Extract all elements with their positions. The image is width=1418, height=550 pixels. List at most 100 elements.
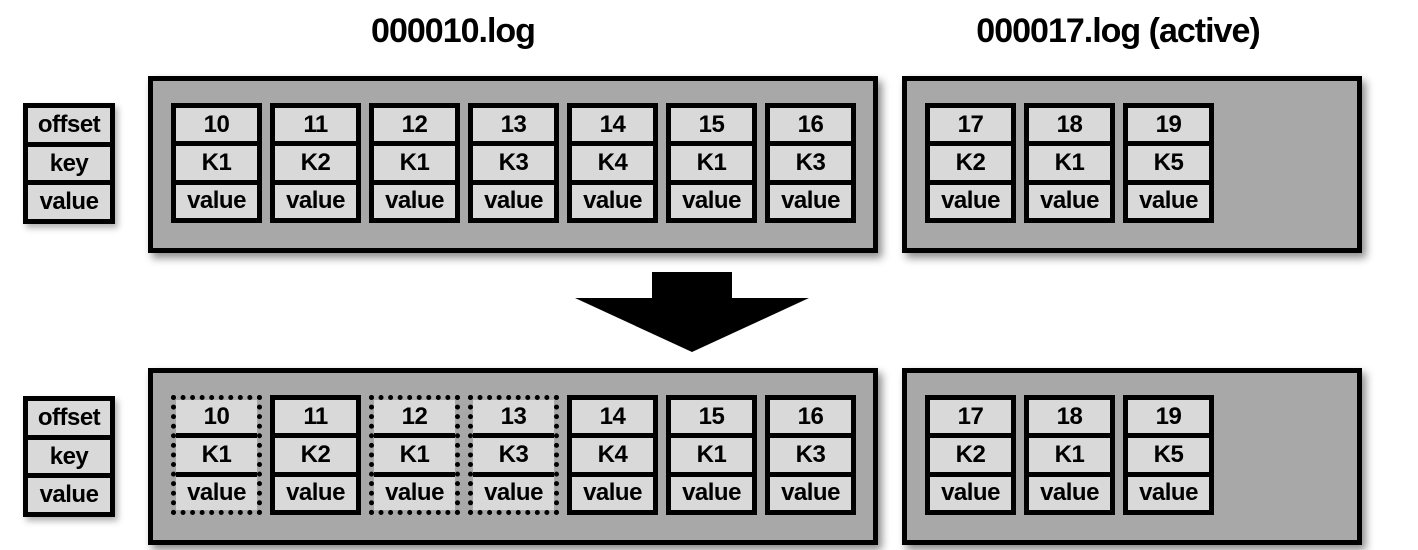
cell-separator <box>572 179 653 185</box>
cell-separator <box>275 179 356 185</box>
offset-cell: 13 <box>473 400 554 434</box>
key-cell: K5 <box>1128 438 1209 472</box>
offset-cell: 19 <box>1128 108 1209 142</box>
value-cell: value <box>1128 184 1209 218</box>
key-cell: K3 <box>770 146 851 180</box>
offset-cell: 14 <box>572 400 653 434</box>
arrow-head-icon <box>575 298 809 352</box>
offset-cell: 18 <box>1029 108 1110 142</box>
value-cell: value <box>671 184 752 218</box>
cell-separator <box>473 141 554 147</box>
legend-offset-label: offset <box>28 108 110 142</box>
cell-separator <box>374 179 455 185</box>
legend-separator <box>28 180 110 186</box>
key-cell: K4 <box>572 146 653 180</box>
offset-cell: 12 <box>374 400 455 434</box>
key-cell: K3 <box>473 438 554 472</box>
cell-separator <box>473 433 554 439</box>
cell-separator <box>473 471 554 477</box>
legend-after-compaction: offset key value <box>23 396 115 517</box>
cell-separator <box>770 141 851 147</box>
cell-separator <box>770 433 851 439</box>
legend-before-compaction: offset key value <box>23 103 115 224</box>
key-cell: K1 <box>374 438 455 472</box>
cell-separator <box>1029 179 1110 185</box>
cell-separator <box>275 141 356 147</box>
key-cell: K3 <box>473 146 554 180</box>
cell-separator <box>275 433 356 439</box>
log-file-title-000010: 000010.log <box>371 12 536 50</box>
legend-separator <box>28 141 110 147</box>
legend-key-label: key <box>28 439 110 474</box>
value-cell: value <box>1029 184 1110 218</box>
value-cell: value <box>374 184 455 218</box>
key-cell: K4 <box>572 438 653 472</box>
log-file-title-000017-active: 000017.log (active) <box>976 12 1260 50</box>
compaction-arrow <box>575 272 809 352</box>
cell-separator <box>1128 141 1209 147</box>
value-cell: value <box>275 184 356 218</box>
value-cell: value <box>572 184 653 218</box>
key-cell: K2 <box>275 438 356 472</box>
offset-cell: 14 <box>572 108 653 142</box>
offset-cell: 15 <box>671 400 752 434</box>
offset-cell: 13 <box>473 108 554 142</box>
offset-cell: 12 <box>374 108 455 142</box>
offset-cell: 17 <box>930 108 1011 142</box>
cell-separator <box>671 179 752 185</box>
value-cell: value <box>473 184 554 218</box>
offset-cell: 11 <box>275 400 356 434</box>
arrow-stem <box>652 272 732 299</box>
key-cell: K1 <box>1029 438 1110 472</box>
key-cell: K1 <box>671 438 752 472</box>
cell-separator <box>1029 141 1110 147</box>
cell-separator <box>930 471 1011 477</box>
value-cell: value <box>930 476 1011 510</box>
cell-separator <box>176 141 257 147</box>
legend-separator <box>28 473 110 479</box>
legend-value-label: value <box>28 185 110 220</box>
offset-cell: 16 <box>770 108 851 142</box>
value-cell: value <box>473 476 554 510</box>
value-cell: value <box>275 476 356 510</box>
legend-value-label: value <box>28 478 110 513</box>
key-cell: K5 <box>1128 146 1209 180</box>
cell-separator <box>374 471 455 477</box>
value-cell: value <box>930 184 1011 218</box>
legend-key-label: key <box>28 146 110 181</box>
offset-cell: 17 <box>930 400 1011 434</box>
legend-separator <box>28 434 110 440</box>
value-cell: value <box>1029 476 1110 510</box>
cell-separator <box>572 433 653 439</box>
cell-separator <box>930 141 1011 147</box>
key-cell: K1 <box>374 146 455 180</box>
cell-separator <box>671 141 752 147</box>
cell-separator <box>572 141 653 147</box>
offset-cell: 11 <box>275 108 356 142</box>
key-cell: K1 <box>671 146 752 180</box>
key-cell: K1 <box>176 438 257 472</box>
cell-separator <box>176 471 257 477</box>
